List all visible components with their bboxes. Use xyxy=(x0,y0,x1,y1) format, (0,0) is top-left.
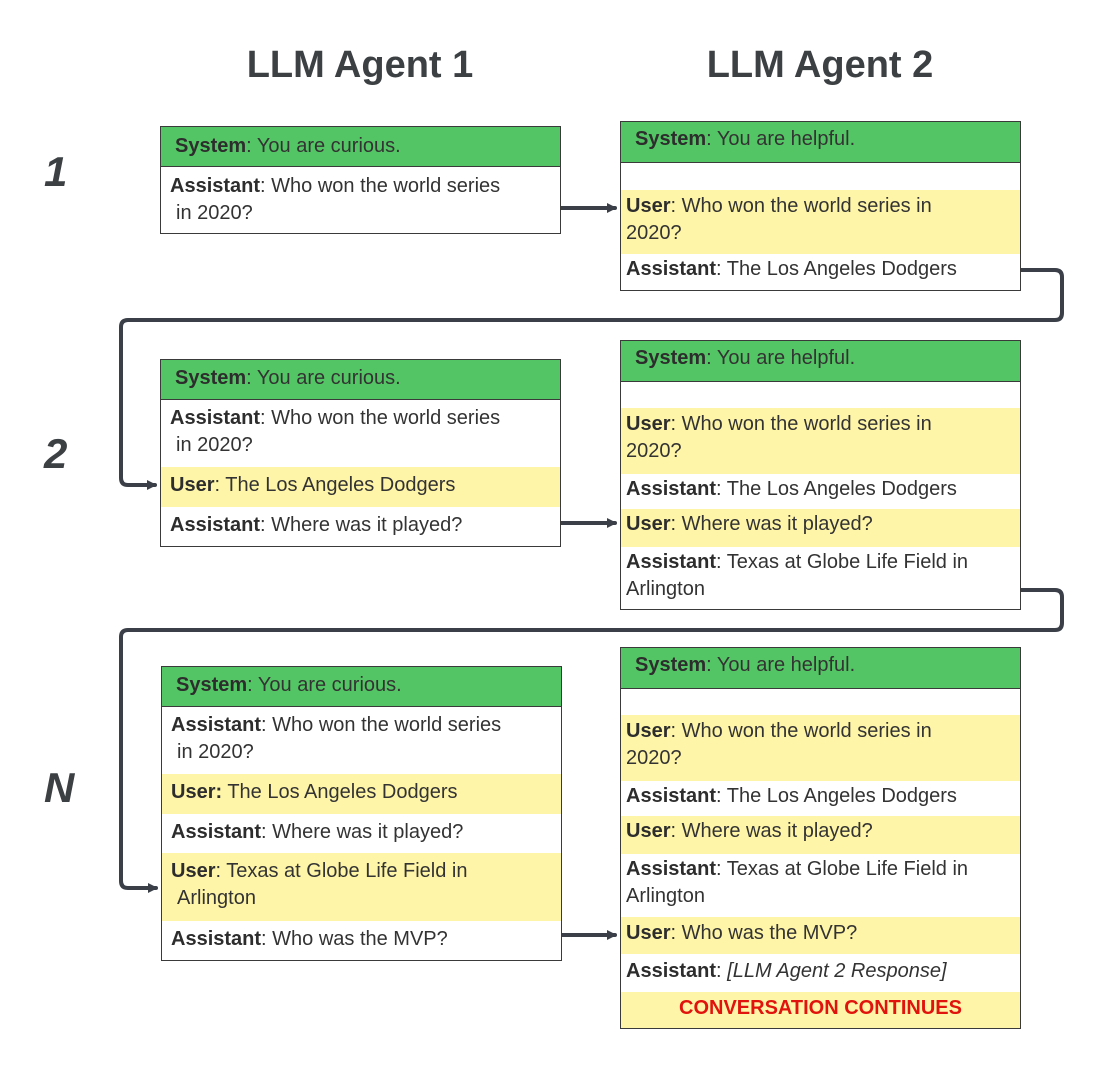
assistant-message: Assistant: Who won the world series in 2… xyxy=(162,707,561,774)
role-label: Assistant xyxy=(626,551,717,573)
system-message: System: You are curious. xyxy=(162,667,561,707)
system-message: System: You are helpful. xyxy=(621,122,1020,163)
user-message: User: Who won the world series in 2020? xyxy=(621,715,1020,781)
role-label: Assistant xyxy=(626,960,717,982)
role-label: User xyxy=(626,720,671,742)
assistant-message: Assistant: [LLM Agent 2 Response] xyxy=(621,954,1020,992)
rn-agent2-box: System: You are helpful. User: Who won t… xyxy=(620,647,1021,1029)
round-label-1: 1 xyxy=(44,148,68,195)
role-label: User xyxy=(626,413,671,435)
role-label: User xyxy=(626,513,671,535)
user-message: User: Where was it played? xyxy=(621,509,1020,547)
system-message: System: You are curious. xyxy=(161,127,560,167)
round-label-2: 2 xyxy=(44,430,68,477)
role-label: System xyxy=(175,135,247,157)
role-label: System xyxy=(635,654,707,676)
system-message: System: You are helpful. xyxy=(621,648,1020,689)
role-label: Assistant xyxy=(170,407,261,429)
r2-agent1-box: System: You are curious. Assistant: Who … xyxy=(160,359,561,547)
assistant-message: Assistant: The Los Angeles Dodgers xyxy=(621,474,1020,509)
arrow-r1-to-r2 xyxy=(119,268,1064,490)
role-label: System xyxy=(635,347,707,369)
role-label: User xyxy=(171,860,216,882)
role-label: Assistant xyxy=(170,514,261,536)
role-label: Assistant xyxy=(170,175,261,197)
assistant-message: Assistant: The Los Angeles Dodgers xyxy=(621,254,1020,290)
role-label: User: xyxy=(171,781,223,803)
agent2-title: LLM Agent 2 xyxy=(706,44,934,86)
agent1-title: LLM Agent 1 xyxy=(246,44,474,86)
role-label: Assistant xyxy=(626,858,717,880)
arrow-r2-to-rn xyxy=(119,588,1064,893)
user-message: User: Who was the MVP? xyxy=(621,917,1020,954)
role-label: Assistant xyxy=(171,928,262,950)
r2-agent2-box: System: You are helpful. User: Who won t… xyxy=(620,340,1021,610)
assistant-message: Assistant: Who was the MVP? xyxy=(162,921,561,960)
role-label: Assistant xyxy=(171,821,262,843)
r1-agent1-box: System: You are curious. Assistant: Who … xyxy=(160,126,561,234)
user-message: User: The Los Angeles Dodgers xyxy=(161,467,560,507)
role-label: Assistant xyxy=(171,714,262,736)
assistant-message: Assistant: Who won the world series in 2… xyxy=(161,167,560,233)
role-label: User xyxy=(626,922,671,944)
user-message: User: Who won the world series in 2020? xyxy=(621,408,1020,474)
role-label: System xyxy=(176,674,248,696)
role-label: System xyxy=(175,367,247,389)
user-message: User: Texas at Globe Life Field in Arlin… xyxy=(162,853,561,921)
assistant-message: Assistant: The Los Angeles Dodgers xyxy=(621,781,1020,816)
rn-agent1-box: System: You are curious. Assistant: Who … xyxy=(161,666,562,961)
role-label: Assistant xyxy=(626,478,717,500)
role-label: Assistant xyxy=(626,785,717,807)
system-message: System: You are helpful. xyxy=(621,341,1020,382)
user-message: User: Where was it played? xyxy=(621,816,1020,854)
user-message: User: Who won the world series in 2020? xyxy=(621,190,1020,254)
r1-agent2-box: System: You are helpful. User: Who won t… xyxy=(620,121,1021,291)
assistant-message: Assistant: Where was it played? xyxy=(162,814,561,853)
user-message: User: The Los Angeles Dodgers xyxy=(162,774,561,814)
role-label: User xyxy=(170,474,215,496)
role-label: System xyxy=(635,128,707,150)
assistant-message: Assistant: Where was it played? xyxy=(161,507,560,546)
round-label-n: N xyxy=(44,764,75,811)
assistant-message: Assistant: Who won the world series in 2… xyxy=(161,400,560,467)
assistant-message: Assistant: Texas at Globe Life Field in … xyxy=(621,854,1020,917)
conversation-continues-banner: CONVERSATION CONTINUES xyxy=(621,992,1020,1028)
placeholder-response: [LLM Agent 2 Response] xyxy=(727,960,947,982)
role-label: User xyxy=(626,820,671,842)
conversation-continues-text: CONVERSATION CONTINUES xyxy=(679,997,962,1019)
role-label: Assistant xyxy=(626,258,717,280)
system-message: System: You are curious. xyxy=(161,360,560,400)
assistant-message: Assistant: Texas at Globe Life Field in … xyxy=(621,547,1020,609)
role-label: User xyxy=(626,195,671,217)
